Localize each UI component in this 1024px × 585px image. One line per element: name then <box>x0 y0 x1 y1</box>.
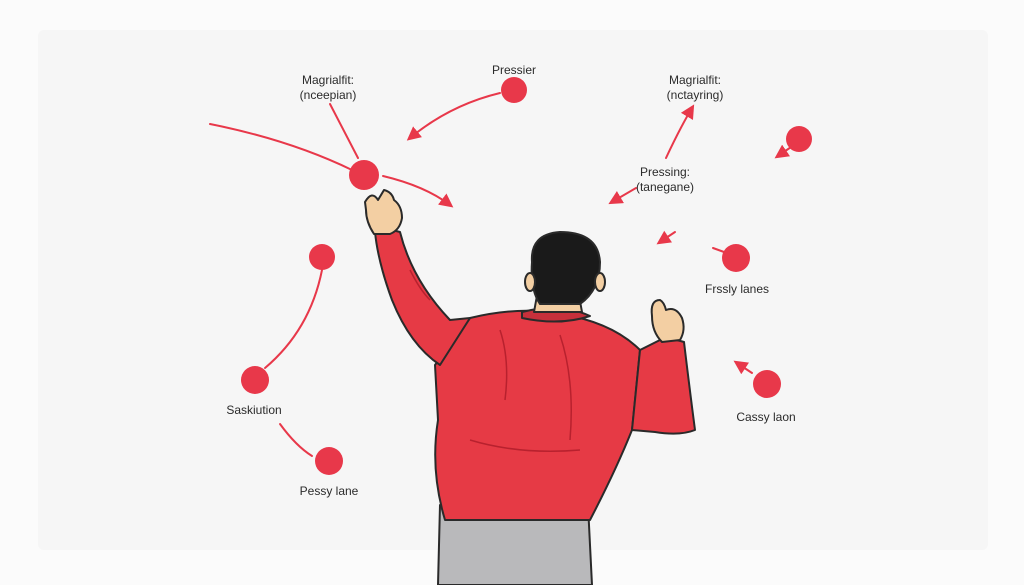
label-text: Pressing: <box>639 165 691 179</box>
label-text: Frssly lanes <box>704 282 770 296</box>
arrow-small <box>656 230 676 245</box>
label-text: Pressier <box>491 63 537 77</box>
tactics-dot <box>753 370 781 398</box>
line-left-sweep <box>209 123 353 171</box>
tactics-dot <box>349 160 379 190</box>
hair <box>530 231 601 305</box>
label-right-upper: Frssly lanes <box>705 282 769 297</box>
line-label-pointer <box>329 103 359 159</box>
hand-left <box>364 189 403 235</box>
label-mid-right: Pressing: (tanegane) <box>636 165 694 195</box>
label-text: (nctayring) <box>666 88 724 102</box>
arrow-pressing <box>608 187 637 205</box>
label-top-center: Pressier <box>492 63 536 78</box>
ear-right <box>594 272 606 292</box>
label-right-lower: Cassy laon <box>736 410 795 425</box>
label-text: Saskiution <box>226 403 282 417</box>
tactics-dot <box>241 366 269 394</box>
tactics-dot <box>786 126 812 152</box>
hand-right <box>650 299 685 343</box>
tactics-dot <box>722 244 750 272</box>
line-bottom-left <box>279 423 313 457</box>
label-left-mid: Saskiution <box>226 403 281 418</box>
label-bottom-left: Pessy lane <box>300 484 359 499</box>
label-text: (nceepian) <box>299 88 357 102</box>
arrow-lower-right <box>733 360 753 375</box>
tactics-dot <box>501 77 527 103</box>
jacket-folds <box>409 269 581 452</box>
tactic-lines <box>209 92 795 457</box>
label-text: Magrialfit: <box>668 73 721 87</box>
jacket-arm-right <box>631 338 696 435</box>
label-text: Magrialfit: <box>301 73 355 87</box>
line-left-curve <box>264 269 323 369</box>
backdrop-panel <box>38 30 988 550</box>
tactics-dot <box>315 447 343 475</box>
label-top-right: Magrialfit: (nctayring) <box>667 73 724 103</box>
arrow-top-right <box>665 104 695 159</box>
tactics-dot <box>309 244 335 270</box>
jacket-arm-left <box>374 229 471 366</box>
line-to-right-dot <box>712 247 725 253</box>
label-text: Pessy lane <box>299 484 359 498</box>
label-top-left: Magrialfit: (nceepian) <box>300 73 357 103</box>
arrow-from-center-dot <box>382 175 454 208</box>
person-pointing <box>364 189 696 585</box>
arrow-from-pressier-dot <box>406 92 501 141</box>
tactic-dots <box>241 77 812 475</box>
label-text: Cassy laon <box>736 410 796 424</box>
ear-left <box>524 272 536 292</box>
label-text: (tanegane) <box>635 180 695 194</box>
